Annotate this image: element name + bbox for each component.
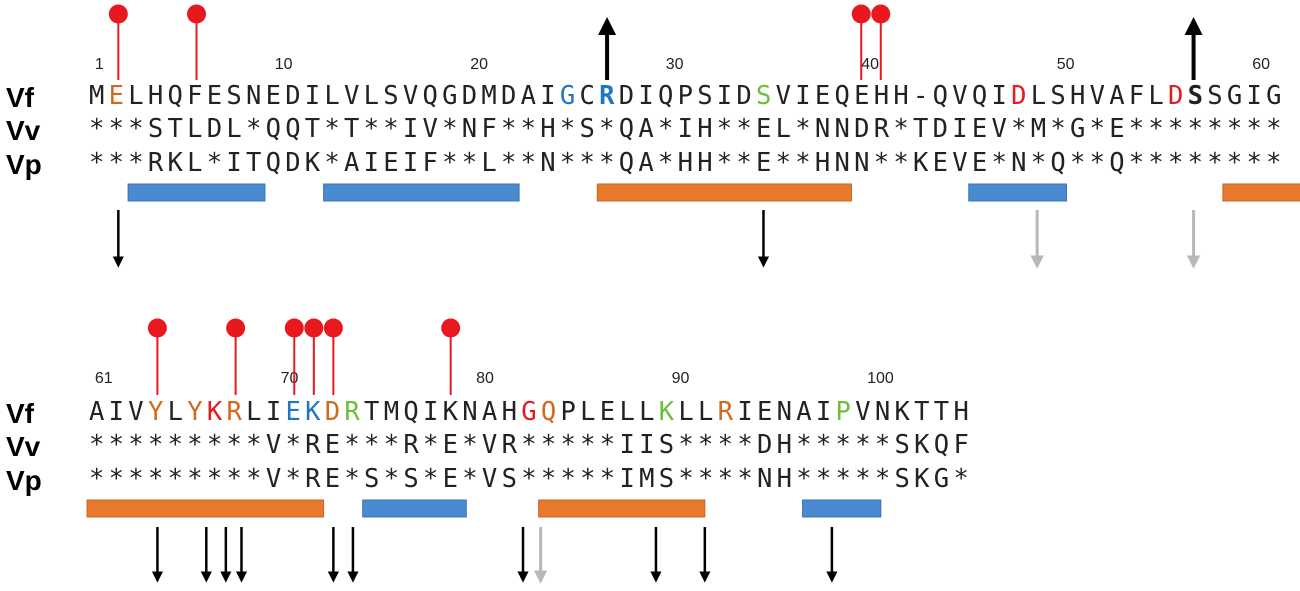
helix-bar [1222,183,1300,202]
strand-bar [127,183,266,202]
position-number: 50 [1057,56,1075,73]
species-label-vf: Vf [6,82,35,113]
position-number: 80 [476,370,494,387]
strand-bar [323,183,520,202]
position-number: 10 [275,56,293,73]
position-number: 20 [470,56,488,73]
position-number: 30 [666,56,684,73]
position-number: 100 [867,370,894,387]
pin-head [851,4,871,24]
species-label-vf: Vf [6,398,35,429]
sequence-vv: *********V*RE***R*E*VR*****IIS****DH****… [89,430,969,460]
pin-head [284,318,304,338]
helix-bar [86,499,325,518]
strand-bar [802,499,882,518]
pin-head [147,318,167,338]
position-number: 90 [672,370,690,387]
strand-bar [362,499,467,518]
species-label-vp: Vp [6,465,42,496]
species-label-vv: Vv [6,115,41,146]
pin-head [441,318,461,338]
position-number: 60 [1252,56,1270,73]
position-number: 70 [281,370,299,387]
pin-head [226,318,246,338]
position-number: 61 [95,370,113,387]
species-label-vv: Vv [6,431,41,462]
species-label-vp: Vp [6,149,42,180]
position-number: 1 [95,56,104,73]
helix-bar [596,183,852,202]
sequence-vv: ***STLDL*QQT*T**IV*NF**H*S*QA*IH**EL*NND… [89,114,1281,144]
pin-head [871,4,891,24]
sequence-vp: *********V*RE*S*S*E*VS*****IMS****NH****… [89,464,969,494]
strand-bar [968,183,1067,202]
pin-head [187,4,207,24]
pin-head [108,4,128,24]
position-number: 40 [861,56,879,73]
helix-bar [538,499,706,518]
sequence-vp: ***RKL*ITQDK*AIEIF**L**N***QA*HH**E**HNN… [89,148,1281,178]
pin-head [323,318,343,338]
pin-head [304,318,324,338]
